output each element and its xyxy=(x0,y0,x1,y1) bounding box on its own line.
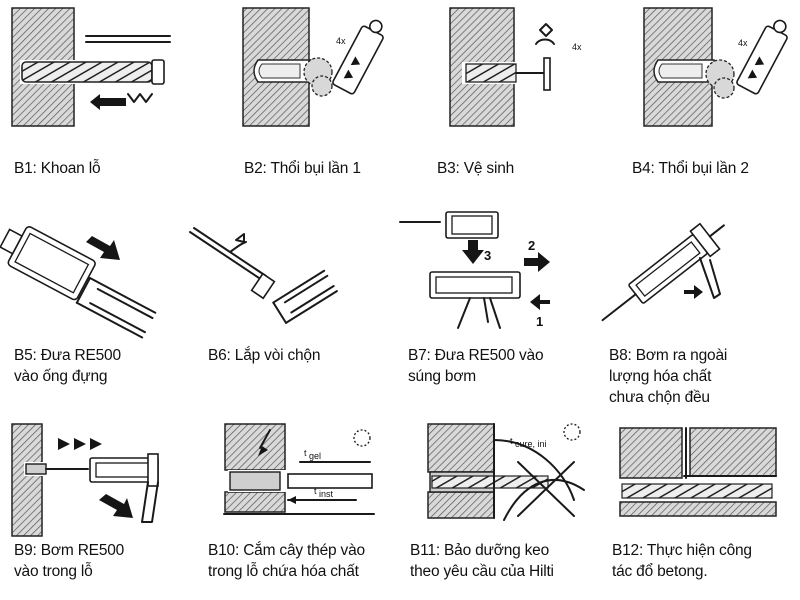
svg-text:2: 2 xyxy=(528,238,535,253)
figure-b11-curing: t cure, ini xyxy=(427,423,585,521)
figure-b9-inject xyxy=(11,423,159,537)
caption-b1-line1: B1: Khoan lỗ xyxy=(14,160,101,177)
caption-b11-line1: B11: Bảo dưỡng keo xyxy=(410,542,550,559)
caption-b1: B1: Khoan lỗ xyxy=(14,158,101,179)
caption-b11: B11: Bảo dưỡng keo theo yêu cầu của Hilt… xyxy=(410,540,554,582)
svg-text:4x: 4x xyxy=(336,36,346,46)
caption-b4-line1: B4: Thổi bụi lần 2 xyxy=(632,160,749,177)
svg-text:3: 3 xyxy=(484,248,491,263)
svg-text:inst: inst xyxy=(319,489,334,499)
figure-b2-blowing: 4x xyxy=(242,7,384,127)
svg-text:cure, ini: cure, ini xyxy=(515,439,547,449)
caption-b7-line1: B7: Đưa RE500 vào xyxy=(408,347,544,364)
caption-b5: B5: Đưa RE500 vào ống đựng xyxy=(14,345,121,387)
caption-b3: B3: Vệ sinh xyxy=(437,158,514,179)
caption-b2-line1: B2: Thổi bụi lần 1 xyxy=(244,160,361,177)
caption-b12-line2: tác đổ betong. xyxy=(612,563,708,580)
svg-text:t: t xyxy=(314,486,317,496)
caption-b7: B7: Đưa RE500 vào súng bơm xyxy=(408,345,544,387)
figure-b8-discard xyxy=(601,222,725,322)
figure-b6-mixer-nozzle xyxy=(189,227,338,324)
svg-text:t: t xyxy=(510,436,513,446)
caption-b10-line1: B10: Cắm cây thép vào xyxy=(208,542,365,559)
figure-b5-cartridge xyxy=(0,226,157,339)
caption-b9: B9: Bơm RE500 vào trong lỗ xyxy=(14,540,124,582)
caption-b6-line1: B6: Lắp vòi chộn xyxy=(208,347,321,364)
caption-b11-line2: theo yêu cầu của Hilti xyxy=(410,563,554,580)
caption-b4: B4: Thổi bụi lần 2 xyxy=(632,158,749,179)
caption-b8-line3: chưa chộn đều xyxy=(609,389,710,406)
svg-text:1: 1 xyxy=(536,314,543,329)
caption-b6: B6: Lắp vòi chộn xyxy=(208,345,320,366)
caption-b8-line1: B8: Bơm ra ngoài xyxy=(609,347,728,364)
caption-b7-line2: súng bơm xyxy=(408,368,477,385)
caption-b9-line2: vào trong lỗ xyxy=(14,563,93,580)
caption-b12: B12: Thực hiện công tác đổ betong. xyxy=(612,540,752,582)
caption-b8: B8: Bơm ra ngoài lượng hóa chất chưa chộ… xyxy=(609,345,727,408)
figure-b7-into-gun: 3 2 1 xyxy=(399,211,550,329)
svg-text:4x: 4x xyxy=(738,38,748,48)
figure-b3-cleaning: 4x xyxy=(449,7,582,127)
caption-b5-line1: B5: Đưa RE500 xyxy=(14,347,121,364)
caption-b3-line1: B3: Vệ sinh xyxy=(437,160,515,177)
figure-b12-concreting xyxy=(619,427,777,517)
caption-b8-line2: lượng hóa chất xyxy=(609,368,712,385)
figure-b4-blowing: 4x xyxy=(643,7,788,127)
figure-b1-drilling xyxy=(11,7,171,127)
caption-b9-line1: B9: Bơm RE500 xyxy=(14,542,125,559)
caption-b10-line2: trong lỗ chứa hóa chất xyxy=(208,563,359,580)
svg-text:4x: 4x xyxy=(572,42,582,52)
figure-b10-insert-rebar: t gel t inst xyxy=(223,423,375,515)
caption-b12-line1: B12: Thực hiện công xyxy=(612,542,752,559)
svg-text:t: t xyxy=(304,448,307,458)
svg-text:gel: gel xyxy=(309,451,321,461)
caption-b2: B2: Thổi bụi lần 1 xyxy=(244,158,361,179)
caption-b10: B10: Cắm cây thép vào trong lỗ chứa hóa … xyxy=(208,540,365,582)
caption-b5-line2: vào ống đựng xyxy=(14,368,108,385)
